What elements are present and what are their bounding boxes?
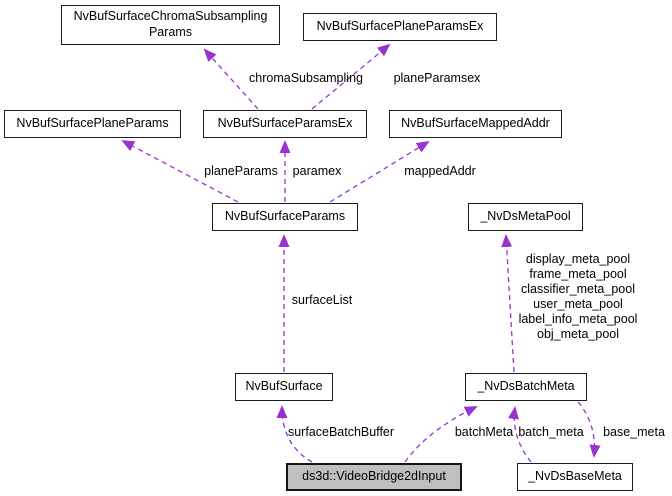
edge-label-frame-meta-pool: frame_meta_pool bbox=[529, 267, 627, 281]
node-nvbufsurfaceparamsex[interactable]: NvBufSurfaceParamsEx bbox=[203, 110, 367, 138]
edge-label-user-meta-pool: user_meta_pool bbox=[533, 297, 623, 311]
node-nvbufsurface[interactable]: NvBufSurface bbox=[235, 373, 333, 401]
edge-surface-batch-buffer bbox=[276, 405, 313, 463]
node-nvbufsurfaceplaneparamsex[interactable]: NvBufSurfacePlaneParamsEx bbox=[303, 13, 497, 41]
node-nvbufsurfacemappedaddr[interactable]: NvBufSurfaceMappedAddr bbox=[389, 110, 562, 138]
edge-mapped-addr bbox=[329, 140, 430, 203]
edge-label-chromasubsampling: chromaSubsampling bbox=[249, 71, 363, 85]
edge-label-classifier-meta-pool: classifier_meta_pool bbox=[521, 282, 635, 296]
edge-label-surfacelist: surfaceList bbox=[291, 293, 353, 307]
edge-label-mappedaddr: mappedAddr bbox=[404, 164, 476, 178]
node-nvdsbatchmeta[interactable]: _NvDsBatchMeta bbox=[465, 373, 587, 401]
node-nvdsmetapool[interactable]: _NvDsMetaPool bbox=[468, 203, 583, 231]
edge-label-batchmeta: batchMeta bbox=[454, 425, 514, 439]
edge-label-planeparamsex: planeParamsex bbox=[393, 71, 481, 85]
node-nvbufsurfaceparams[interactable]: NvBufSurfaceParams bbox=[212, 203, 358, 231]
edge-label-base-meta: base_meta bbox=[603, 425, 665, 439]
edge-label-planeparams: planeParams bbox=[204, 164, 278, 178]
edge-label-surfacebatchbuffer: surfaceBatchBuffer bbox=[287, 425, 395, 439]
edge-label-label-info-meta-pool: label_info_meta_pool bbox=[518, 312, 638, 326]
edge-label-obj-meta-pool: obj_meta_pool bbox=[536, 327, 620, 341]
edge-label-batch-meta: batch_meta bbox=[518, 425, 584, 439]
edge-plane-params bbox=[121, 140, 239, 203]
node-nvbufsurfacechromasubsamplingparams[interactable]: NvBufSurfaceChromaSubsampling Params bbox=[61, 5, 280, 45]
edge-label-display-meta-pool: display_meta_pool bbox=[525, 252, 631, 266]
node-nvdsbasemeta[interactable]: _NvDsBaseMeta bbox=[517, 463, 633, 491]
edge-batch-meta bbox=[508, 406, 532, 463]
edge-chroma-subsampling bbox=[203, 48, 259, 110]
edge-label-paramex: paramex bbox=[292, 164, 342, 178]
edge-plane-paramsex bbox=[311, 43, 391, 110]
edge-base-meta bbox=[577, 401, 601, 458]
node-ds3d-videobridge2dinput: ds3d::VideoBridge2dInput bbox=[286, 463, 462, 491]
node-nvbufsurfaceplaneparams[interactable]: NvBufSurfacePlaneParams bbox=[4, 110, 181, 138]
edge-meta-pools bbox=[501, 234, 515, 373]
